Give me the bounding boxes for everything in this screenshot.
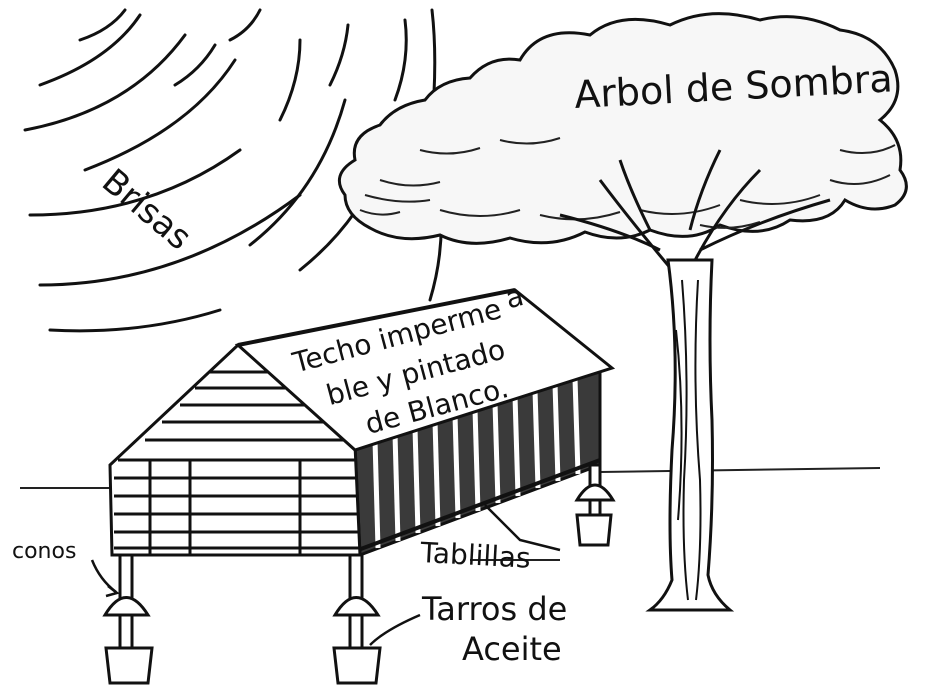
tree-canopy	[337, 12, 908, 245]
trunk-bark	[675, 279, 702, 601]
pointer-arrows	[90, 504, 561, 646]
canopy-shading	[359, 137, 896, 229]
tree-trunk	[645, 258, 735, 612]
label-cones: conos	[12, 539, 76, 564]
cone-guards	[102, 483, 616, 617]
chicken-coop	[102, 288, 616, 685]
tree-branches	[559, 149, 831, 271]
breeze-arcs	[23, 8, 443, 333]
label-cans-line2: Aceite	[462, 630, 562, 668]
side-wall-slats	[372, 377, 581, 549]
label-slats: Tablillas	[419, 536, 532, 575]
gable-boards	[114, 370, 359, 550]
oil-cans	[104, 513, 613, 685]
label-breeze: Brisas	[94, 161, 199, 258]
shade-tree	[337, 12, 908, 612]
ground-lines	[20, 467, 881, 561]
label-cans-line1: Tarros de	[421, 590, 567, 628]
